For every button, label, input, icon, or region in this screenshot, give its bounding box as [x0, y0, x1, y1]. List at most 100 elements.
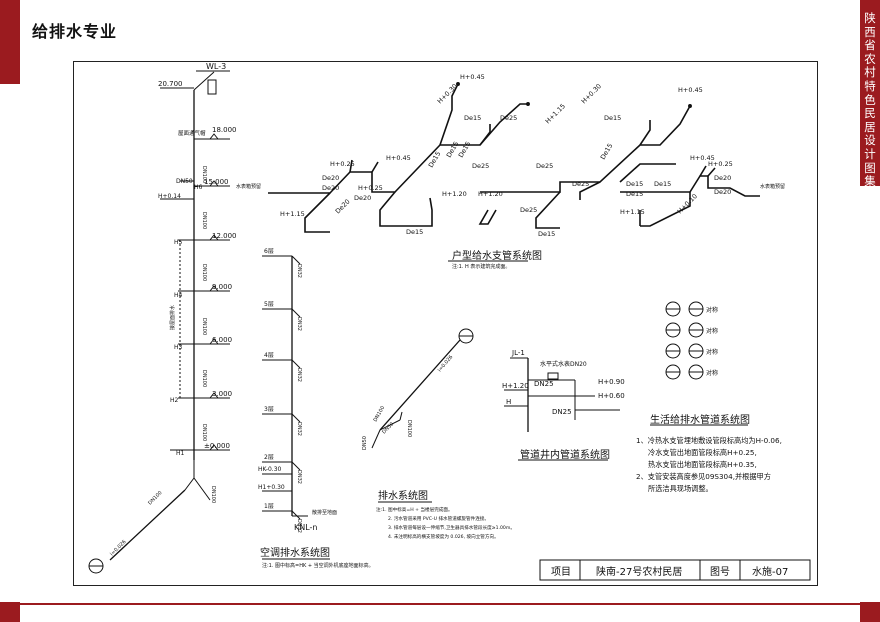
drain-note-1: 注:1. 图中标高=H + 当楼层完成面。 — [376, 506, 453, 513]
hvac-h-label: HK-0.30 — [258, 466, 282, 473]
riser-pipe-label-2: DN100 — [201, 212, 207, 229]
branch-de-7: De15 — [604, 114, 621, 122]
supply-notes-title: 生活给排水管道系统图 — [650, 413, 750, 426]
riser-pipe-label-5: DN100 — [201, 370, 207, 387]
branch-de-16: De25 — [520, 206, 537, 214]
hvac-floor-6: 6层 — [264, 248, 274, 255]
drain-riser-wl3 — [88, 70, 230, 574]
well-h-b: H+0.60 — [598, 392, 625, 400]
hvac-drain-riser — [262, 255, 308, 520]
branch-de-12: De20 — [322, 184, 339, 192]
riser-top-elev: 20.700 — [158, 80, 183, 88]
well-title: 管道井内管道系统图 — [520, 448, 610, 461]
right-red-band-bottom — [860, 602, 880, 622]
hvac-h1-label: H1+0.30 — [258, 484, 285, 491]
supply-note-4: 2、支管安装高度参见09S304,并根据甲方 — [636, 472, 771, 481]
drain-title: 排水系统图 — [378, 489, 428, 502]
riser-pipe-label-4: DN100 — [201, 318, 207, 335]
supply-note-2: 冷水支管出地面管段标高H+0.25, — [648, 448, 757, 457]
branch-de-9: De25 — [572, 180, 589, 188]
floor-tag-h3: H3 — [174, 344, 183, 351]
supply-note-5: 所选洁具现场调整。 — [648, 484, 713, 493]
drain-label-1: DN100 — [373, 405, 387, 423]
legend-item-1: 对称 — [706, 306, 718, 314]
branch-de-8: De25 — [536, 162, 553, 170]
branch-de-18: De15 — [626, 180, 643, 188]
branch-de-6: De15 — [427, 150, 443, 169]
well-meter: 水平式水表DN20 — [540, 360, 587, 368]
well-h-a: H+0.90 — [598, 378, 625, 386]
branch-de-20: De15 — [654, 180, 671, 188]
tb-project-value: 陕南-27号农村民居 — [596, 565, 682, 578]
legend-item-3: 对称 — [706, 348, 718, 356]
branch-de-14: De20 — [334, 198, 352, 216]
side-title-band: 陕西省农村特色民居设计图集 — [860, 0, 880, 188]
drain-system-diagram — [371, 328, 474, 449]
branch-h-8: H+0.25 — [708, 160, 733, 168]
riser-slope: i=0.026 — [109, 539, 127, 557]
branch-h-14: H+0.25 — [358, 184, 383, 192]
drain-note-4: 4. 未注明标高的横支管坡度为 0.026, 坡向立管方向。 — [388, 533, 499, 540]
branch-left-note: 水表箱预留 — [236, 183, 261, 190]
branch-h-11: H+1.15 — [280, 210, 305, 218]
hvac-floor-1: 1层 — [264, 503, 274, 510]
level-9: 9.000 — [212, 283, 232, 291]
hvac-outlet-note: 散排至地面 — [312, 509, 337, 516]
branch-h-15: H+0.10 — [676, 192, 699, 215]
branch-de-11: De20 — [322, 174, 339, 182]
branch-h-10: H+1.20 — [478, 190, 503, 198]
branch-note: 注:1. H 表示建筑完成面。 — [452, 263, 510, 270]
branch-de-13: De20 — [354, 194, 371, 202]
branch-de-10: De15 — [599, 142, 615, 161]
level-12: 12.000 — [212, 232, 237, 240]
hvac-pipe-6: DN32 — [296, 519, 302, 533]
tb-project-label: 项目 — [551, 566, 571, 578]
drain-label-3: DN50 — [362, 436, 368, 450]
branch-h-9: H+1.20 — [442, 190, 467, 198]
well-h-c: H+1.20 — [502, 382, 529, 390]
floor-tag-h4: H4 — [174, 292, 183, 299]
tb-drawing-value: 水施-07 — [752, 565, 788, 578]
branch-h-1: H+0.45 — [460, 73, 485, 81]
riser-tag: WL-3 — [206, 62, 226, 71]
well-dn25-a: DN25 — [534, 380, 554, 388]
branch-h-5: H+0.45 — [678, 86, 703, 94]
hvac-pipe-1: DN32 — [296, 264, 302, 278]
hvac-floor-4: 4层 — [264, 352, 274, 359]
branch-de-17: De15 — [538, 230, 555, 238]
well-dn25-b: DN25 — [552, 408, 572, 416]
left-red-band — [0, 0, 20, 84]
floor-tag-h1: H1 — [176, 450, 185, 457]
riser-outlet-2: DN100 — [210, 486, 216, 503]
supply-note-3: 热水支管出地面管段标高H+0.35, — [648, 460, 757, 469]
branch-h-4: H+0.45 — [386, 154, 411, 162]
hvac-note: 注:1. 图中标高=HK + 当空调外机底座地面标高。 — [262, 562, 374, 569]
hvac-pipe-2: DN32 — [296, 317, 302, 331]
hvac-floor-3: 3层 — [264, 406, 274, 413]
branch-h-7: H+0.45 — [690, 154, 715, 162]
title-block-frame — [539, 559, 811, 581]
floor-tag-h5: H5 — [174, 239, 183, 246]
level-15: 15.000 — [204, 178, 229, 186]
branch-h-12: H+1.15 — [620, 208, 645, 216]
hvac-tag: KNL-n — [294, 523, 318, 532]
branch-de-2: De25 — [500, 114, 517, 122]
floor-tag-h6: H6 — [194, 184, 203, 191]
level-18: 18.000 — [212, 126, 237, 134]
riser-outlet-1: DN100 — [147, 490, 163, 506]
branch-h-6: H+0.30 — [580, 82, 603, 105]
level-6: 6.000 — [212, 336, 232, 344]
branch-title: 户型给水支管系统图 — [452, 249, 542, 262]
well-pipe-diagram — [504, 357, 620, 432]
branch-de-21: De20 — [714, 174, 731, 182]
branch-h-13: H+1.15 — [544, 102, 567, 125]
hvac-pipe-4: DN32 — [296, 422, 302, 436]
branch-h-3: H+0.25 — [330, 160, 355, 168]
hvac-floor-2: 2层 — [264, 454, 274, 461]
riser-h014: H+0.14 — [158, 193, 181, 200]
branch-de-22: De20 — [714, 188, 731, 196]
hvac-pipe-5: DN32 — [296, 470, 302, 484]
hvac-title: 空调排水系统图 — [260, 546, 330, 559]
drain-label-2: DN100 — [406, 420, 412, 437]
